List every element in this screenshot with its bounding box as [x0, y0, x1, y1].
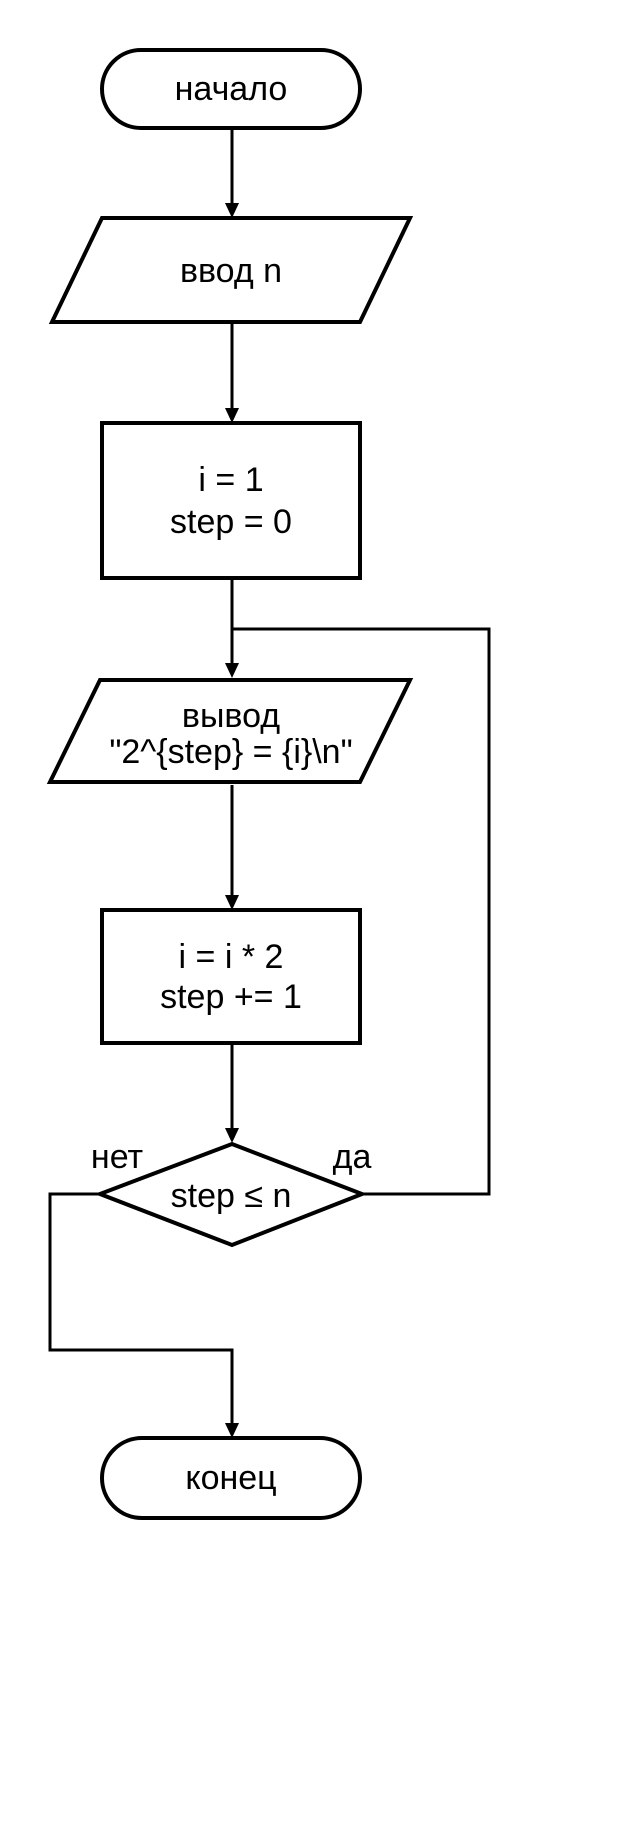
output-block: вывод "2^{step} = {i}\n" [46, 678, 414, 784]
update-line-2: step += 1 [160, 978, 302, 1016]
arrowhead-end [225, 1423, 239, 1438]
init-line-2: step = 0 [170, 503, 292, 541]
end-label: конец [185, 1459, 276, 1497]
output-line-1: вывод [182, 697, 280, 735]
start-terminator: начало [100, 48, 362, 130]
input-block: ввод n [48, 216, 414, 324]
update-process: i = i * 2 step += 1 [100, 908, 362, 1045]
connector-loop-yes [232, 627, 491, 1196]
condition-label: step ≤ n [171, 1177, 292, 1215]
arrowhead-output [225, 663, 239, 678]
init-process: i = 1 step = 0 [100, 421, 362, 580]
condition-yes-label: да [333, 1138, 372, 1176]
arrowhead-input [225, 203, 239, 218]
end-terminator: конец [100, 1436, 362, 1520]
arrowhead-condition [225, 1128, 239, 1143]
connectors [48, 128, 491, 1438]
init-line-1: i = 1 [198, 461, 263, 499]
output-line-2: "2^{step} = {i}\n" [109, 733, 352, 771]
update-line-1: i = i * 2 [179, 938, 284, 976]
start-label: начало [175, 70, 288, 108]
input-label: ввод n [180, 252, 282, 290]
condition-decision: step ≤ n нет да [91, 1138, 372, 1248]
arrowhead-update [225, 895, 239, 910]
condition-no-label: нет [91, 1138, 143, 1176]
arrowhead-init [225, 408, 239, 423]
connector-exit-no [48, 1192, 234, 1425]
